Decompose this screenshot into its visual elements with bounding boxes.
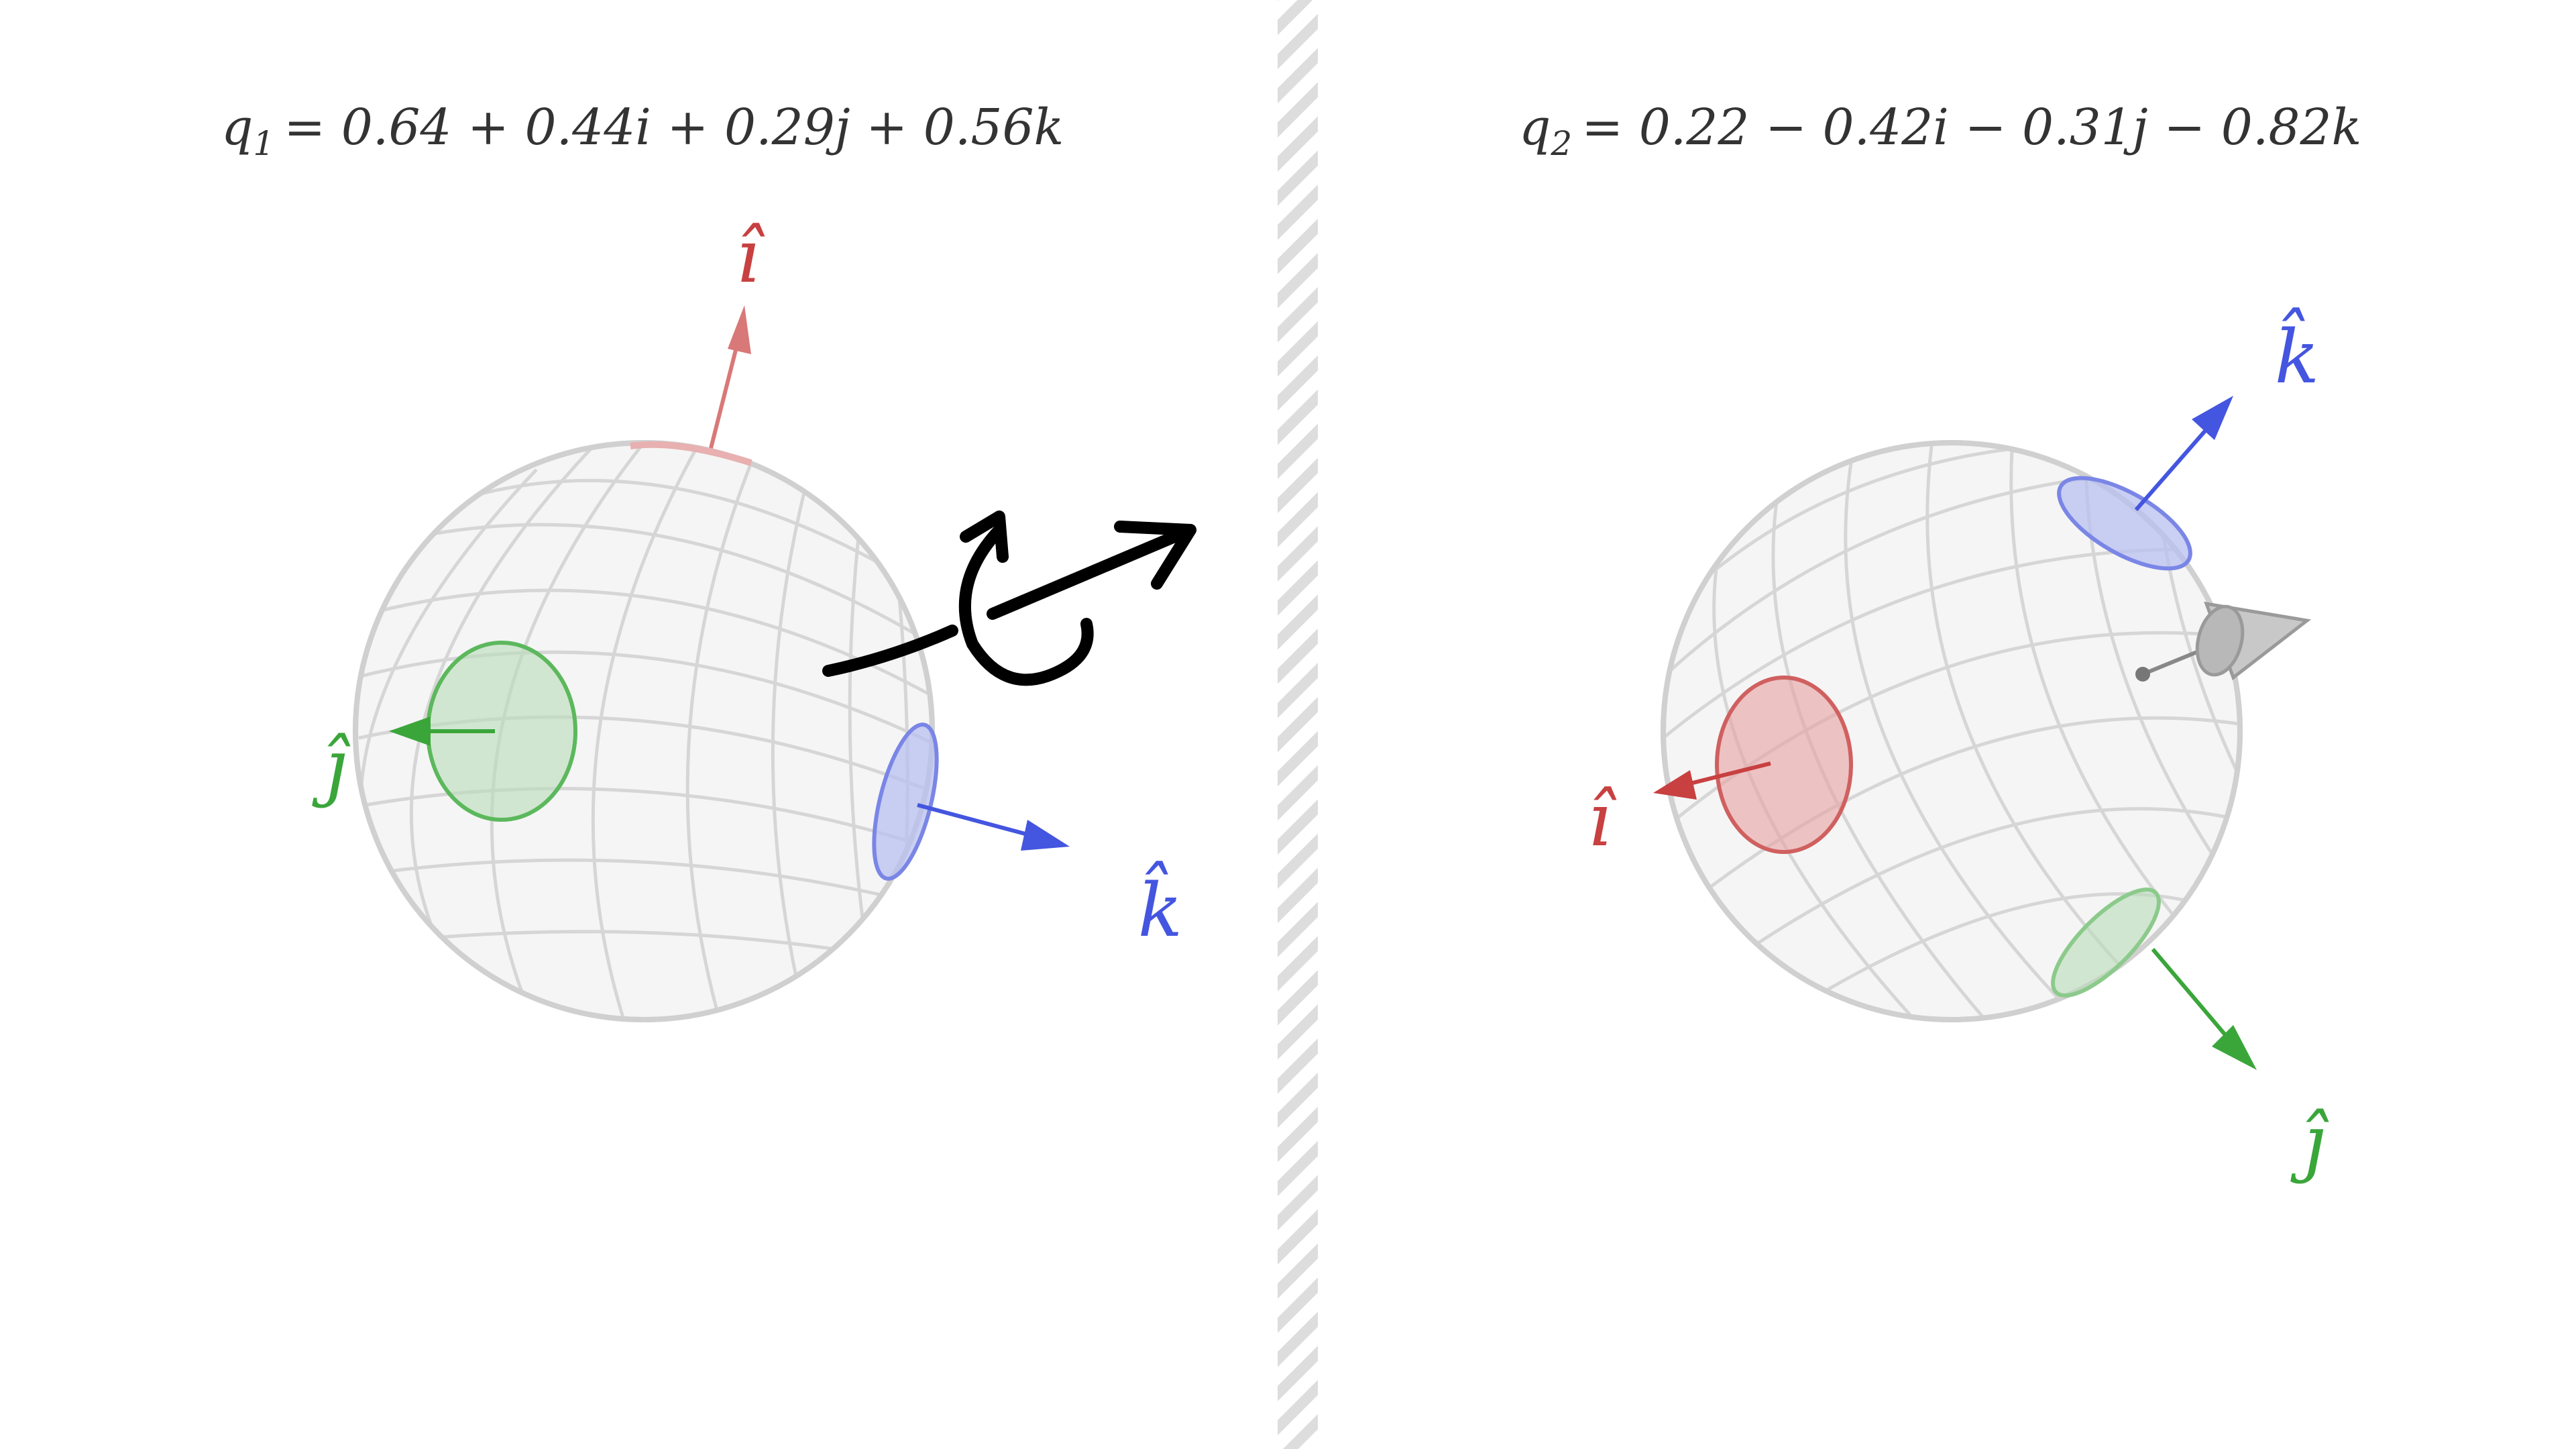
right-i-axis: î <box>1587 676 1853 863</box>
panel-divider <box>1278 0 1318 1449</box>
right-j-label: ĵ <box>2290 1099 2329 1185</box>
q1-equation: q1= 0.64 + 0.44i + 0.29j + 0.56k <box>221 99 1064 163</box>
q2-equation: q2= 0.22 − 0.42i − 0.31j − 0.82k <box>1519 99 2361 163</box>
right-i-label: î <box>1587 777 1617 863</box>
right-k-axis: k̂ <box>2057 307 2320 571</box>
camera-cone-icon <box>2135 601 2312 682</box>
left-i-label: î <box>736 213 765 299</box>
left-j-label: ĵ <box>312 723 351 809</box>
left-i-axis: î <box>630 213 765 466</box>
right-panel: q2= 0.22 − 0.42i − 0.31j − 0.82k <box>1519 99 2361 1185</box>
left-sphere <box>353 440 935 1022</box>
left-k-axis: k̂ <box>872 722 1183 953</box>
left-k-label: k̂ <box>1138 860 1183 953</box>
right-k-label: k̂ <box>2275 307 2320 400</box>
left-panel: q1= 0.64 + 0.44i + 0.29j + 0.56k <box>221 99 1196 1022</box>
right-sphere <box>1661 440 2243 1022</box>
rotation-arrow-icon <box>822 511 1196 686</box>
